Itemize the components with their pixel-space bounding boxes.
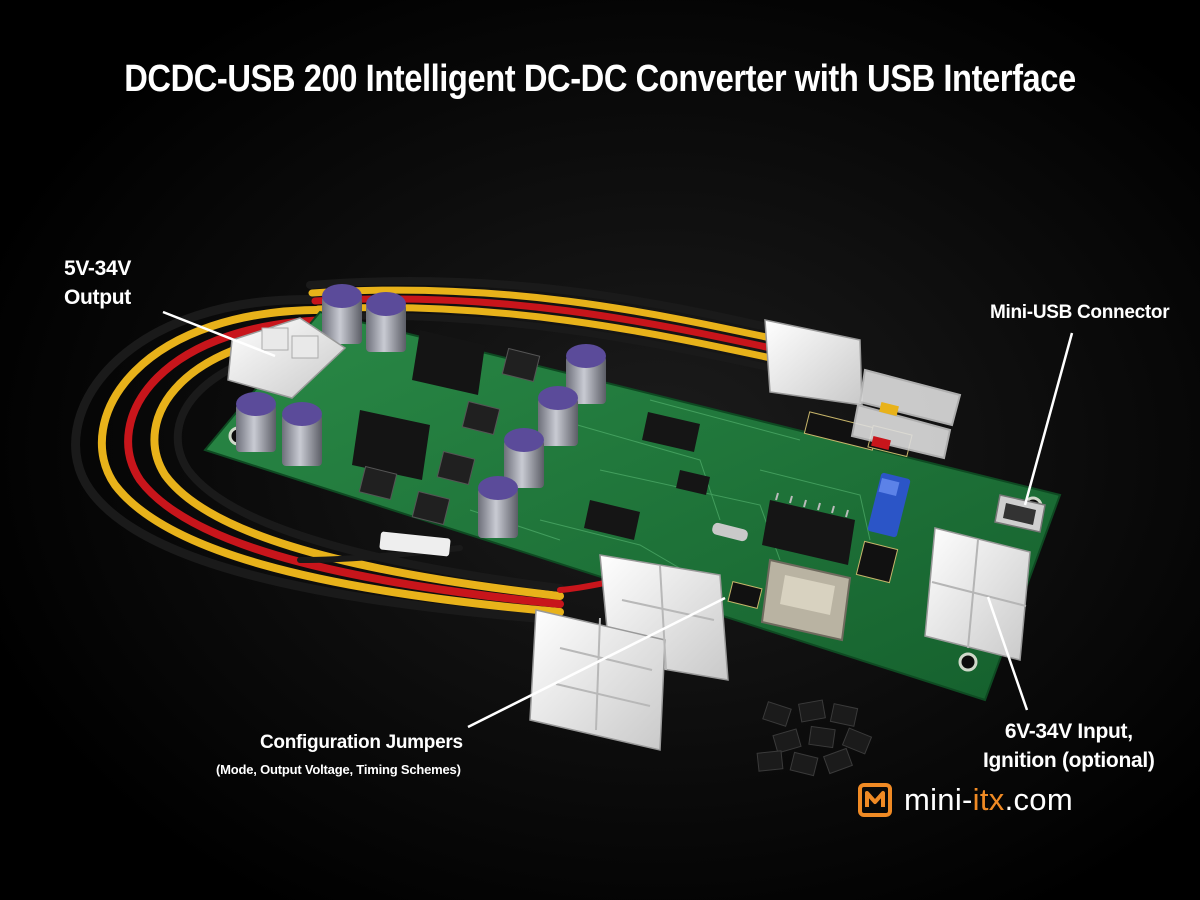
input-harness-connector bbox=[764, 319, 962, 460]
inductors bbox=[352, 330, 485, 480]
transformer bbox=[760, 558, 852, 642]
output-connector bbox=[227, 317, 347, 399]
input-label-line1: 6V-34V Input, bbox=[1004, 720, 1133, 743]
brand-logo: mini-itx.com bbox=[858, 780, 1073, 820]
jumper-shunts bbox=[756, 699, 873, 777]
brand-suffix: .com bbox=[1004, 782, 1073, 817]
capacitors bbox=[236, 284, 606, 538]
brand-prefix: mini- bbox=[904, 782, 973, 817]
mini-itx-logo-icon bbox=[858, 783, 892, 817]
blue-fuse bbox=[867, 472, 911, 538]
output-label-line1: 5V-34V bbox=[64, 257, 132, 280]
microcontroller-chip bbox=[762, 492, 855, 565]
callout-lines bbox=[162, 310, 1074, 729]
usb-label: Mini-USB Connector bbox=[990, 302, 1170, 323]
input-connector bbox=[924, 527, 1031, 661]
brand-text: mini-itx.com bbox=[904, 782, 1073, 818]
output-label: 5V-34V Output bbox=[64, 254, 131, 312]
mini-usb-connector bbox=[994, 494, 1046, 533]
brand-accent: itx bbox=[972, 782, 1005, 817]
jumpers-label: Configuration Jumpers bbox=[260, 732, 463, 753]
page-title: DCDC-USB 200 Intelligent DC-DC Converter… bbox=[124, 58, 1076, 100]
output-label-line2: Output bbox=[64, 286, 132, 309]
jumpers-sublabel: (Mode, Output Voltage, Timing Schemes) bbox=[216, 762, 461, 777]
input-label: 6V-34V Input, Ignition (optional) bbox=[983, 717, 1155, 775]
input-label-line2: Ignition (optional) bbox=[983, 749, 1155, 772]
